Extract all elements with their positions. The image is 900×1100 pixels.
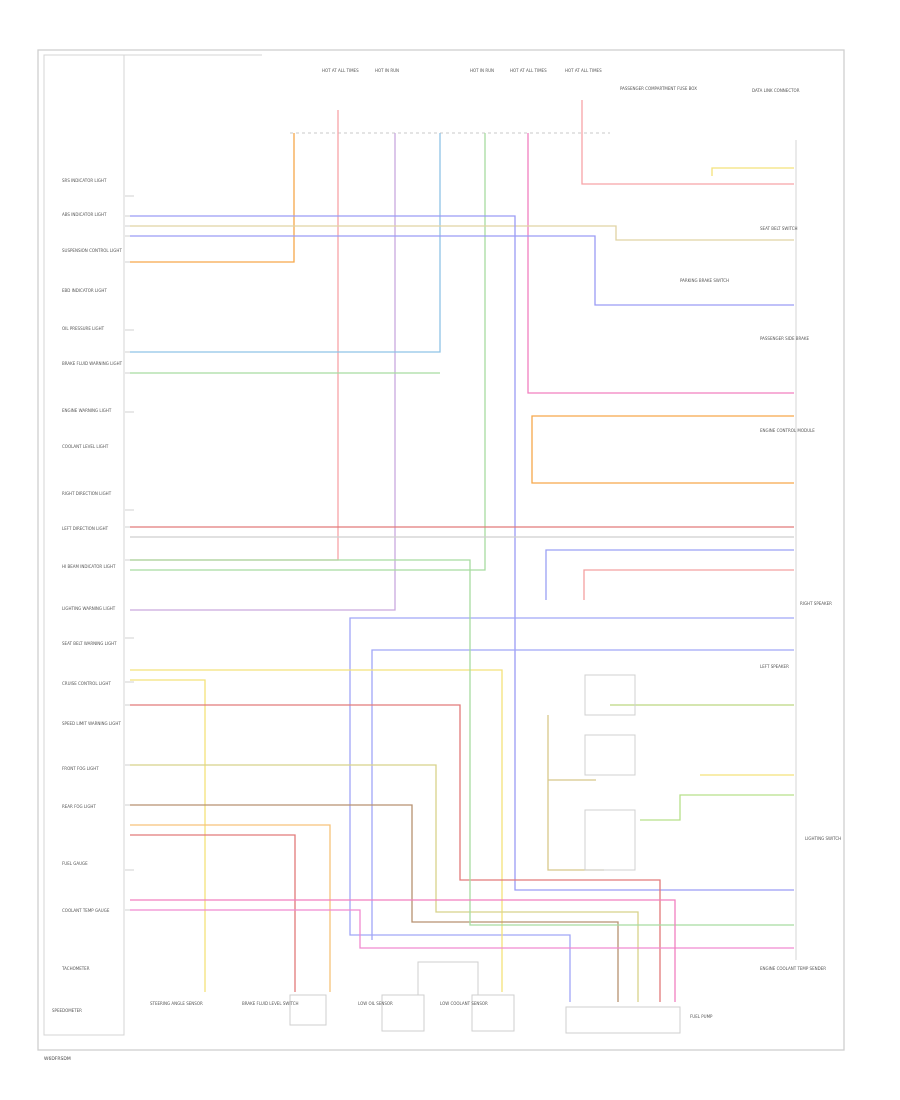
- wire-olive-3: [547, 715, 604, 871]
- wire-olive-1: [130, 764, 639, 1002]
- wire-tan-1: [130, 225, 794, 241]
- top-label-1: HOT IN RUN: [375, 68, 399, 73]
- wire-red-3: [130, 834, 296, 992]
- left-label-20: SPEEDOMETER: [52, 1008, 82, 1013]
- top-label-5: PASSENGER COMPARTMENT FUSE BOX: [620, 86, 697, 91]
- wire-salmon-1: [583, 569, 794, 600]
- right-labels: SEAT BELT SWITCH PARKING BRAKE SWITCH PA…: [680, 226, 841, 971]
- left-label-1: ABS INDICATOR LIGHT: [62, 212, 107, 217]
- left-label-0: SRS INDICATOR LIGHT: [62, 178, 107, 183]
- wire-pink-1: [130, 110, 339, 561]
- wire-green-1: [130, 133, 486, 571]
- wire-green-3: [130, 559, 794, 926]
- right-label-7: ENGINE COOLANT TEMP SENDER: [760, 966, 826, 971]
- left-label-19: TACHOMETER: [61, 966, 90, 971]
- left-label-7: COOLANT LEVEL LIGHT: [62, 444, 109, 449]
- wire-blue-2: [130, 215, 794, 891]
- wire-blue-5: [349, 617, 794, 1002]
- instrument-cluster-frame: [43, 54, 125, 1036]
- left-label-2: SUSPENSION CONTROL LIGHT: [62, 248, 122, 253]
- wire-blue-1: [130, 133, 441, 353]
- wire-blue-3: [130, 235, 794, 306]
- wire-red-2: [130, 704, 661, 1002]
- top-label-4: HOT AT ALL TIMES: [565, 68, 602, 73]
- left-label-5: BRAKE FLUID WARNING LIGHT: [62, 361, 123, 366]
- right-label-5: LEFT SPEAKER: [760, 664, 789, 669]
- left-labels: SRS INDICATOR LIGHT ABS INDICATOR LIGHT …: [52, 178, 123, 1013]
- wire-blue-6: [371, 649, 794, 940]
- left-label-18: COOLANT TEMP GAUGE: [62, 908, 110, 913]
- bottom-components: [289, 961, 681, 1034]
- wire-green-4: [640, 794, 794, 821]
- wire-yellow-1: [130, 669, 503, 992]
- left-label-11: LIGHTING WARNING LIGHT: [62, 606, 116, 611]
- left-label-15: FRONT FOG LIGHT: [62, 766, 99, 771]
- top-label-6: DATA LINK CONNECTOR: [752, 88, 800, 93]
- left-label-4: OIL PRESSURE LIGHT: [62, 326, 105, 331]
- left-label-3: EBD INDICATOR LIGHT: [62, 288, 107, 293]
- wire-purple-1: [130, 133, 396, 611]
- wire-pink-3: [581, 100, 794, 185]
- wire-orange-3: [130, 824, 331, 992]
- top-label-0: HOT AT ALL TIMES: [322, 68, 359, 73]
- wire-magenta-2: [130, 899, 676, 1002]
- wire-brown-1: [130, 804, 619, 1002]
- wire-magenta-1: [527, 133, 794, 394]
- left-label-13: CRUISE CONTROL LIGHT: [62, 681, 111, 686]
- bottom-label-1: BRAKE FLUID LEVEL SWITCH: [242, 1001, 299, 1006]
- bottom-label-3: LOW COOLANT SENSOR: [440, 1001, 488, 1006]
- outer-frame: [37, 49, 845, 1051]
- left-label-6: ENGINE WARNING LIGHT: [62, 408, 112, 413]
- wire-orange-2: [531, 415, 794, 484]
- right-label-1: PARKING BRAKE SWITCH: [680, 278, 729, 283]
- top-labels: HOT AT ALL TIMES HOT IN RUN HOT IN RUN H…: [322, 68, 800, 93]
- diagram-footer: W6DFRSDM: [44, 1056, 71, 1062]
- wire-blue-4: [545, 549, 794, 600]
- right-label-4: RIGHT SPEAKER: [800, 601, 832, 606]
- top-label-3: HOT AT ALL TIMES: [510, 68, 547, 73]
- wire-yellow-2: [130, 679, 206, 992]
- left-label-9: LEFT DIRECTION LIGHT: [62, 526, 109, 531]
- bottom-label-2: LOW OIL SENSOR: [358, 1001, 393, 1006]
- left-label-8: RIGHT DIRECTION LIGHT: [62, 491, 112, 496]
- wire-yellow-3: [711, 167, 794, 176]
- switch-components: [584, 674, 636, 871]
- left-label-10: HI BEAM INDICATOR LIGHT: [62, 564, 116, 569]
- connector-ticks: [125, 195, 134, 911]
- right-label-3: ENGINE CONTROL MODULE: [760, 428, 815, 433]
- bottom-label-0: STEERING ANGLE SENSOR: [150, 1001, 203, 1006]
- left-label-12: SEAT BELT WARNING LIGHT: [62, 641, 117, 646]
- right-label-2: PASSENGER SIDE BRAKE: [760, 336, 809, 341]
- right-label-0: SEAT BELT SWITCH: [760, 226, 798, 231]
- top-label-2: HOT IN RUN: [470, 68, 494, 73]
- left-label-17: FUEL GAUGE: [62, 861, 88, 866]
- left-label-14: SPEED LIMIT WARNING LIGHT: [62, 721, 121, 726]
- right-label-6: LIGHTING SWITCH: [805, 836, 841, 841]
- wire-pink-2: [130, 909, 794, 949]
- left-label-16: REAR FOG LIGHT: [62, 804, 96, 809]
- bottom-labels: STEERING ANGLE SENSOR BRAKE FLUID LEVEL …: [150, 1001, 713, 1019]
- wire-orange-1: [130, 133, 295, 263]
- bottom-label-4: FUEL PUMP: [690, 1014, 713, 1019]
